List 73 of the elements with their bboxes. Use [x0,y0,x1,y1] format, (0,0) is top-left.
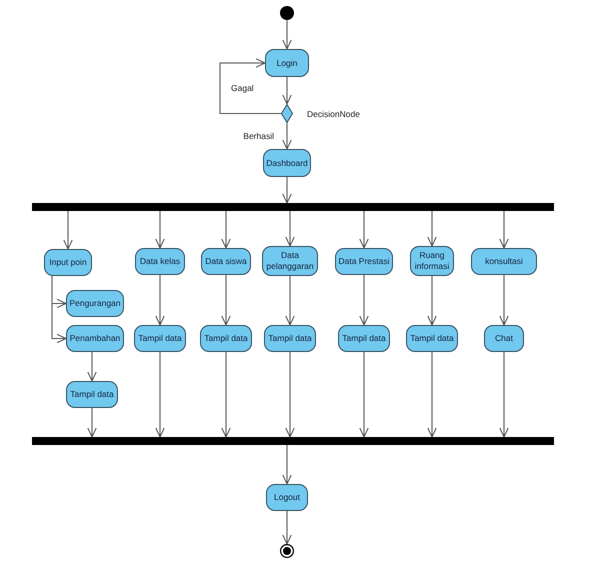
flow-arrow [155,274,165,326]
flow-arrow [282,122,292,150]
edge-label: Berhasil [242,130,275,142]
flow-arrow [499,352,509,438]
action-node [406,325,458,352]
action-node [263,149,311,177]
flow-arrow [155,210,165,248]
flow-arrow [499,274,509,326]
flow-arrow [285,210,295,246]
action-node [44,249,92,276]
action-label: Input poin [49,257,87,268]
action-node [471,248,537,275]
action-label: Ruang informasi [414,250,450,272]
flow-arrow [282,20,292,50]
flow-arrow [285,352,295,438]
action-node [135,248,185,275]
flow-arrow [221,210,231,248]
action-node [264,325,316,352]
action-node [66,381,118,408]
final-node [280,544,294,558]
action-node [66,290,124,317]
action-label: Data siswa [205,256,247,267]
node-caption: DecisionNode [307,108,360,120]
action-label: Data kelas [140,256,180,267]
action-label: Data Prestasi [338,256,390,267]
flow-arrow [427,276,437,326]
action-node [265,49,309,77]
action-node [484,325,524,352]
action-label: Pengurangan [69,298,121,309]
flow-arrow [52,276,66,344]
edge-label: Gagal [230,82,255,94]
flow-arrow [499,210,509,248]
initial-node [280,6,294,20]
flow-arrow [63,210,73,250]
flow-arrow [87,408,97,438]
action-node [338,325,390,352]
action-label: Penambahan [70,333,120,344]
flow-arrow [87,352,97,382]
flow-arrow [282,444,292,484]
action-node [200,325,252,352]
flow-arrow [427,210,437,246]
action-label: konsultasi [485,256,523,267]
action-label: Login [276,58,298,68]
synchronization-bar [32,437,554,445]
flow-arrow [221,352,231,438]
flow-arrow [221,274,231,326]
action-label: Tampil data [70,389,114,400]
action-node [266,484,308,511]
action-label: Chat [495,333,513,344]
action-node [134,325,186,352]
flow-arrow [359,352,369,438]
action-label: Tampil data [268,333,312,344]
flow-arrow [359,274,369,326]
action-node [66,325,124,352]
flow-arrow [282,76,292,104]
action-label: Data pelanggaran [265,250,315,272]
action-node [335,248,393,275]
flow-arrow [220,58,282,114]
flow-arrow [427,352,437,438]
flow-arrow [282,176,292,204]
flow-arrow [282,510,292,544]
action-label: Dashboard [266,158,308,168]
action-node [201,248,251,275]
action-label: Logout [274,492,300,503]
action-label: Tampil data [342,333,386,344]
action-label: Tampil data [204,333,248,344]
synchronization-bar [32,203,554,211]
decision-diamond [281,104,293,123]
flow-arrow [359,210,369,248]
flow-arrow [155,352,165,438]
action-label: Tampil data [410,333,454,344]
flow-arrow [285,276,295,326]
action-label: Tampil data [138,333,182,344]
